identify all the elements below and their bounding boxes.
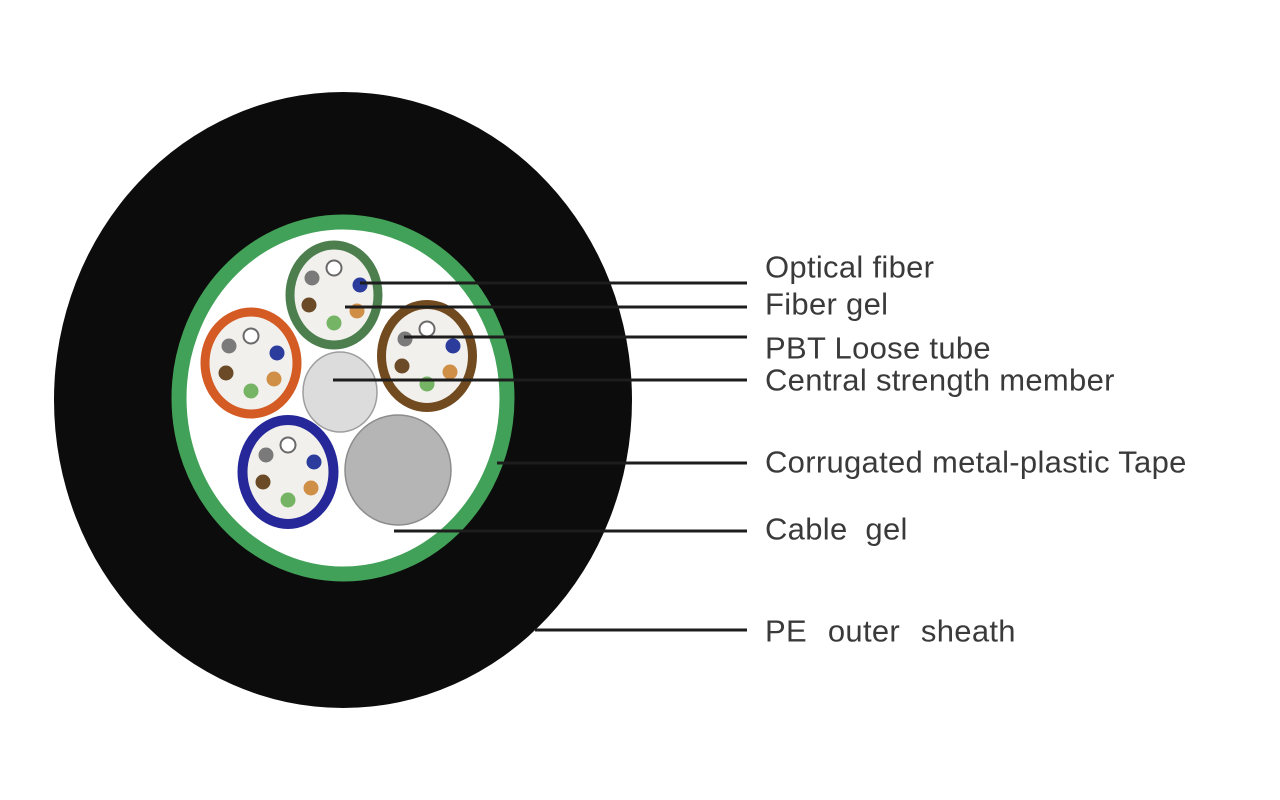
fiber-dot-green [280,492,296,508]
cable-gel-circle [344,414,452,526]
fiber-dot-brown [218,365,234,381]
fiber-dot-white [242,327,260,345]
fiber-dot-gray [258,447,274,463]
label-pbt-loose-tube: PBT Loose tube [765,331,991,366]
fiber-dot-brown [255,474,271,490]
fiber-dot-gray [304,270,320,286]
fiber-dot-gray [221,338,237,354]
fiber-dot-blue [269,345,285,361]
fiber-dot-orange [442,364,458,380]
loose-tube-green-ring [285,240,383,350]
loose-tube-blue-ring [237,415,339,529]
fiber-dot-orange [303,480,319,496]
fiber-dot-gray [397,331,413,347]
loose-tube-green [285,240,383,350]
fiber-dot-blue [445,338,461,354]
fiber-dot-brown [301,297,317,313]
fiber-dot-orange [266,371,282,387]
label-central-strength-member: Central strength member [765,363,1115,398]
loose-tube-blue [237,415,339,529]
fiber-dot-green [243,383,259,399]
fiber-dot-white [279,436,297,454]
fiber-dot-brown [394,358,410,374]
label-optical-fiber: Optical fiber [765,250,934,285]
fiber-dot-blue [352,277,368,293]
loose-tube-brown [377,300,477,412]
central-strength-member-circle [302,351,378,433]
fiber-dot-white [325,259,343,277]
label-pe-outer-sheath: PE outer sheath [765,614,1016,649]
loose-tube-orange [200,307,302,419]
label-cable-gel: Cable gel [765,512,908,547]
fiber-dot-green [326,315,342,331]
leader-lines [333,281,747,632]
label-corrugated-tape: Corrugated metal-plastic Tape [765,445,1187,480]
fiber-dot-blue [306,454,322,470]
fiber-dot-white [418,320,436,338]
loose-tube-orange-ring [200,307,302,419]
loose-tube-brown-ring [377,300,477,412]
label-fiber-gel: Fiber gel [765,287,888,322]
labels: Optical fiber Fiber gel PBT Loose tube C… [765,250,1187,649]
